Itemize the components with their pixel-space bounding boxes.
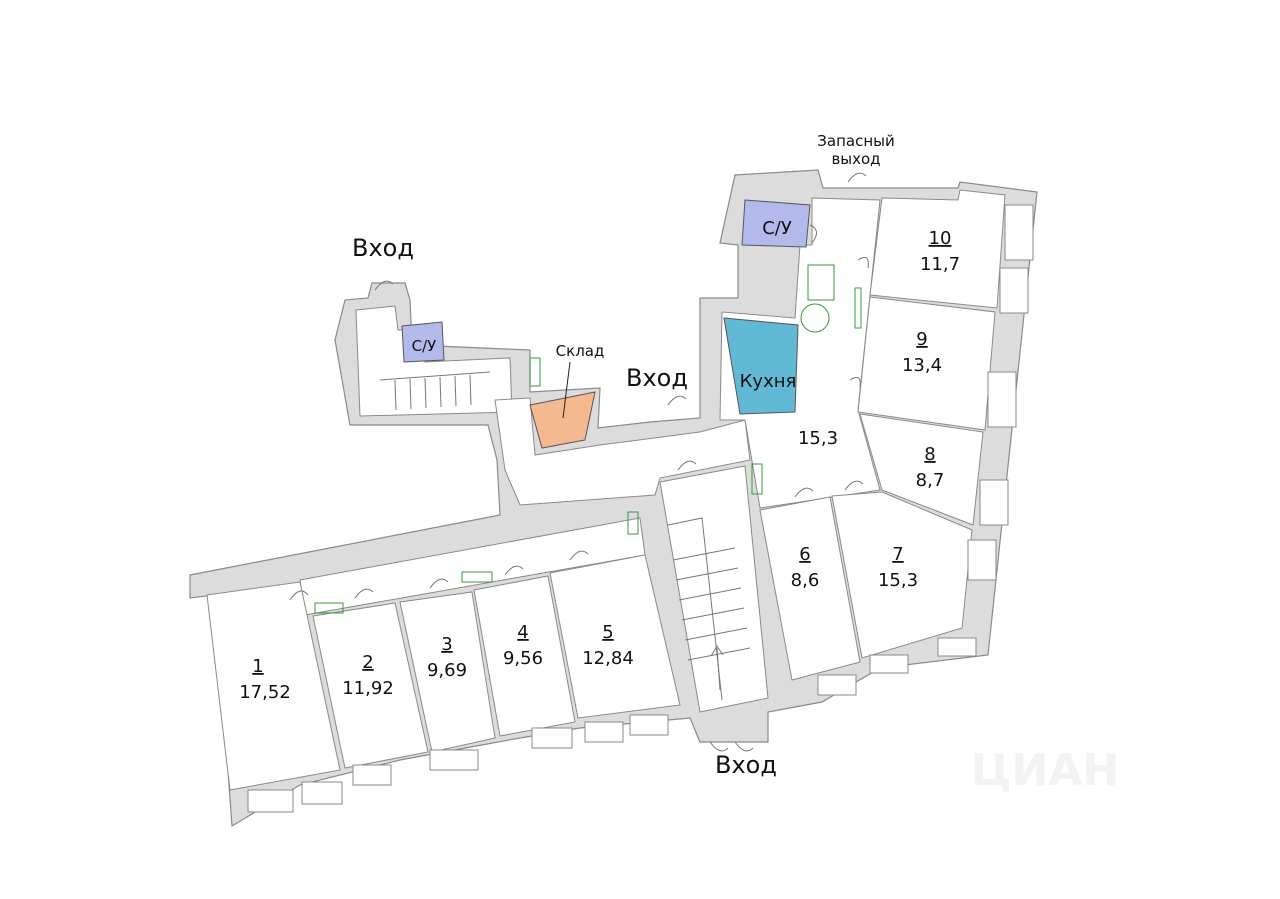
room-3 bbox=[399, 591, 496, 753]
room-4-number: 4 bbox=[517, 622, 528, 643]
kitchen-label: Кухня bbox=[740, 371, 797, 392]
room-3-area: 9,69 bbox=[427, 660, 467, 681]
hall-area: 15,3 bbox=[798, 428, 838, 449]
room-2-area: 11,92 bbox=[342, 678, 394, 699]
room-7-area: 15,3 bbox=[878, 570, 918, 591]
connector-hall bbox=[494, 397, 751, 506]
room-6-number: 6 bbox=[799, 544, 810, 565]
plumbing-fixtures bbox=[314, 264, 862, 614]
room-5-area: 12,84 bbox=[582, 648, 634, 669]
room-1 bbox=[206, 581, 341, 791]
room-3-number: 3 bbox=[441, 634, 452, 655]
emergency-exit-label-1: Запасный bbox=[817, 132, 894, 150]
room-labels: 1 17,52 2 11,92 3 9,69 4 9,56 5 12,84 6 … bbox=[239, 228, 960, 703]
entrance-left-label: Вход bbox=[352, 234, 414, 262]
windows bbox=[247, 204, 1034, 813]
room-4-area: 9,56 bbox=[503, 648, 543, 669]
entrance-bottom-label: Вход bbox=[715, 751, 777, 779]
bathroom-right-label: С/У bbox=[762, 218, 792, 239]
left-stair bbox=[379, 371, 491, 411]
room-10-number: 10 bbox=[929, 228, 952, 249]
room-2-number: 2 bbox=[362, 652, 373, 673]
central-stair bbox=[659, 465, 769, 713]
bathroom-right bbox=[741, 199, 811, 248]
room-8-area: 8,7 bbox=[916, 470, 945, 491]
room-4 bbox=[473, 575, 576, 737]
room-10-area: 11,7 bbox=[920, 254, 960, 275]
storage bbox=[529, 391, 596, 449]
room-5-number: 5 bbox=[602, 622, 613, 643]
room-7-number: 7 bbox=[892, 544, 903, 565]
room-9 bbox=[857, 296, 996, 431]
room-6-area: 8,6 bbox=[791, 570, 820, 591]
room-5 bbox=[549, 554, 681, 719]
entrance-middle-label: Вход bbox=[626, 364, 688, 392]
bathroom-left bbox=[401, 321, 445, 363]
room-1-area: 17,52 bbox=[239, 682, 291, 703]
emergency-exit-label-2: выход bbox=[831, 150, 880, 168]
storage-label: Склад bbox=[556, 342, 605, 360]
room-6 bbox=[759, 496, 861, 681]
room-9-number: 9 bbox=[916, 329, 927, 350]
room-7 bbox=[831, 491, 973, 659]
room-1-number: 1 bbox=[252, 656, 263, 677]
room-2 bbox=[312, 602, 429, 769]
room-8 bbox=[859, 413, 984, 526]
room-10 bbox=[869, 189, 1006, 309]
bathroom-left-label: С/У bbox=[412, 337, 437, 355]
watermark: ЦИАН bbox=[971, 745, 1120, 796]
doors bbox=[289, 172, 869, 752]
annotations: Вход Вход Вход Запасный выход Склад Кухн… bbox=[352, 132, 895, 779]
room-9-area: 13,4 bbox=[902, 355, 942, 376]
room-8-number: 8 bbox=[924, 444, 935, 465]
kitchen bbox=[723, 317, 799, 415]
